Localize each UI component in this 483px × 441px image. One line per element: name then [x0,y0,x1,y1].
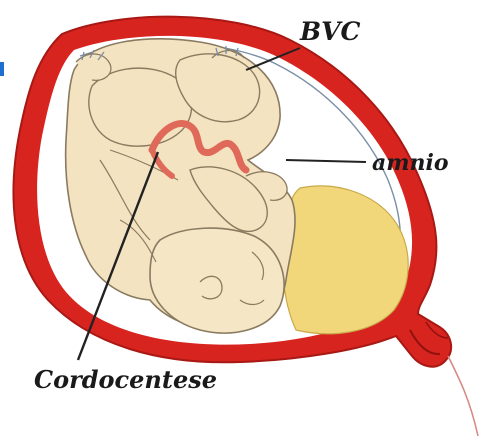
label-cordocentese: Cordocentese [34,365,217,394]
catheter-line [448,356,478,436]
label-bvc: BVC [299,17,361,46]
edge-marker [0,62,4,76]
label-amnio: amnio [372,150,449,176]
